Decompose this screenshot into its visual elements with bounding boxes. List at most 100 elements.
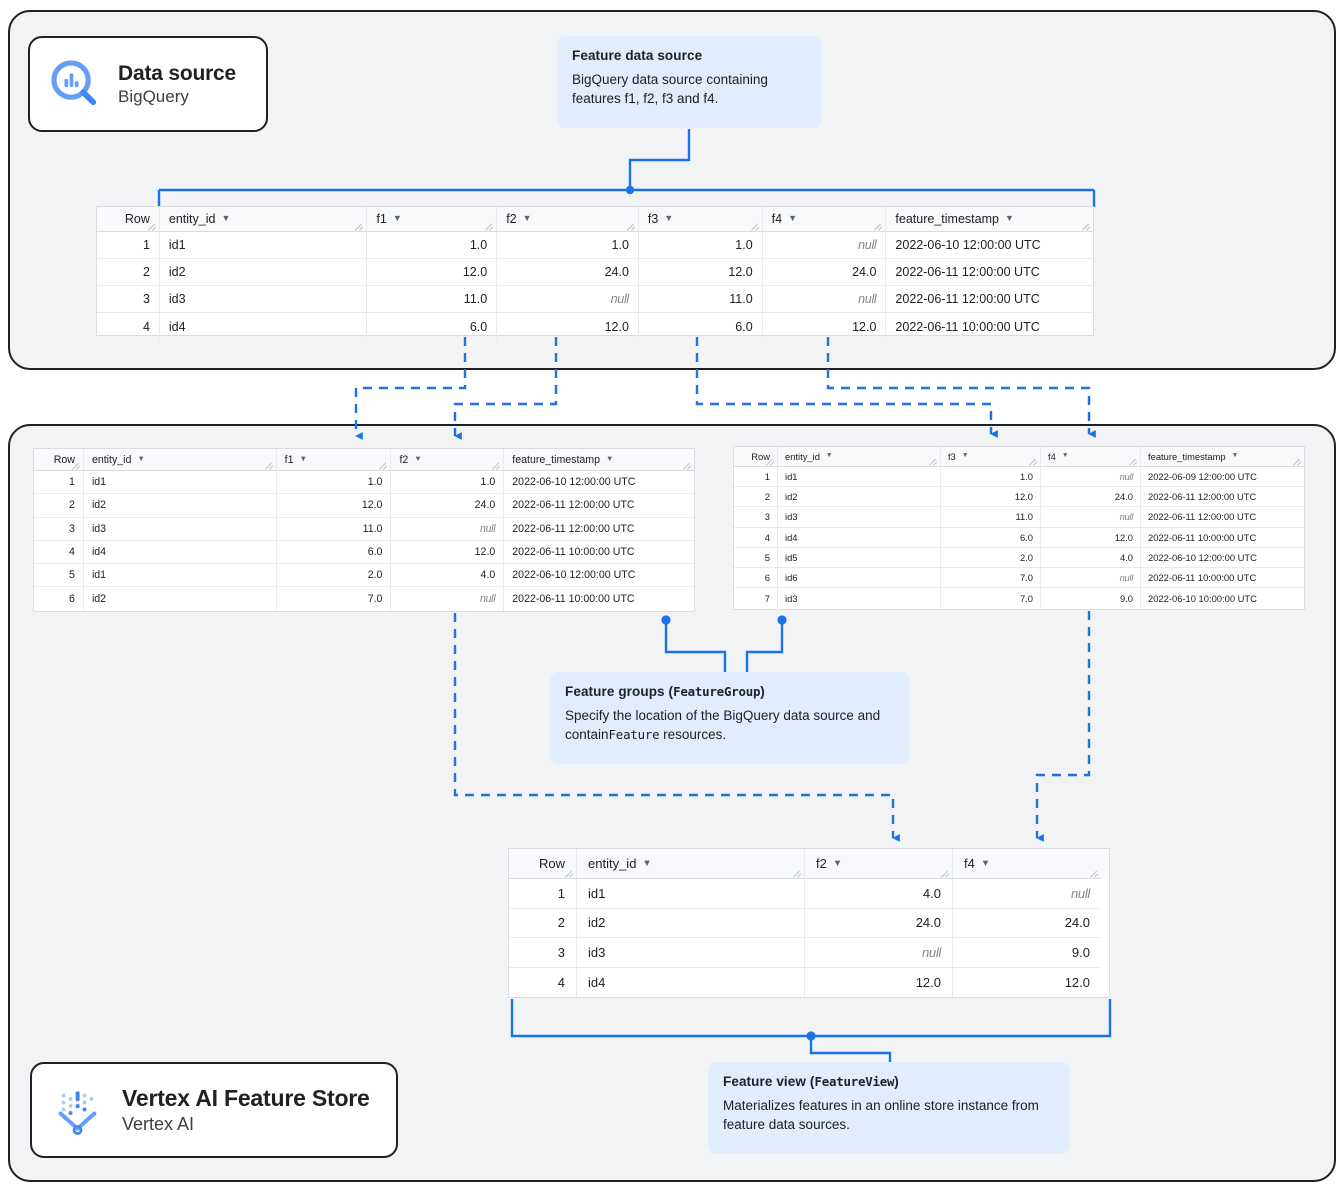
table-cell: id4 <box>160 313 368 340</box>
column-resize-handle[interactable] <box>356 222 364 230</box>
chevron-down-icon[interactable]: ▼ <box>642 857 652 868</box>
column-header-entity-id[interactable]: entity_id▼ <box>577 849 805 879</box>
column-header-f4[interactable]: f4▼ <box>762 207 887 232</box>
column-resize-handle[interactable] <box>930 457 938 465</box>
column-header-f4[interactable]: f4▼ <box>1041 447 1141 467</box>
column-resize-handle[interactable] <box>1083 222 1091 230</box>
callout-feature-view: Feature view (FeatureView) Materializes … <box>708 1062 1070 1154</box>
column-resize-handle[interactable] <box>752 222 760 230</box>
chevron-down-icon[interactable]: ▼ <box>392 213 402 223</box>
column-header-Row[interactable]: Row <box>509 849 577 879</box>
column-header-Row[interactable]: Row <box>97 207 160 232</box>
column-resize-handle[interactable] <box>266 461 274 469</box>
column-header-feature-timestamp[interactable]: feature_timestamp▼ <box>1141 447 1304 467</box>
chevron-down-icon[interactable]: ▼ <box>414 454 422 463</box>
column-resize-handle[interactable] <box>684 461 692 469</box>
column-resize-handle[interactable] <box>628 222 636 230</box>
column-header-f4[interactable]: f4▼ <box>953 849 1101 879</box>
chevron-down-icon[interactable]: ▼ <box>299 454 308 463</box>
chevron-down-icon[interactable]: ▼ <box>1061 452 1069 459</box>
column-resize-handle[interactable] <box>875 222 883 230</box>
column-header-entity-id[interactable]: entity_id▼ <box>159 207 368 232</box>
table-cell: 1.0 <box>497 232 639 259</box>
column-header-f1[interactable]: f1▼ <box>276 449 392 471</box>
table-cell: null <box>953 879 1101 909</box>
column-resize-handle[interactable] <box>1130 457 1138 465</box>
column-resize-handle[interactable] <box>1294 457 1302 465</box>
chip-data-source-bigquery: Data source BigQuery <box>28 36 268 132</box>
column-resize-handle[interactable] <box>380 461 388 469</box>
column-resize-handle[interactable] <box>794 869 802 877</box>
chevron-down-icon[interactable]: ▼ <box>961 452 969 459</box>
column-header-entity-id[interactable]: entity_id▼ <box>83 449 277 471</box>
column-resize-handle[interactable] <box>493 461 501 469</box>
column-resize-handle[interactable] <box>566 869 574 877</box>
column-header-f3[interactable]: f3▼ <box>638 207 763 232</box>
callout-title-close: ) <box>760 684 765 699</box>
table-cell: 5 <box>734 547 778 568</box>
table-cell: 1 <box>97 232 160 259</box>
column-resize-handle[interactable] <box>1091 869 1099 877</box>
chevron-down-icon[interactable]: ▼ <box>832 857 843 868</box>
column-header-f3[interactable]: f3▼ <box>941 447 1041 467</box>
column-header-f2[interactable]: f2▼ <box>391 449 505 471</box>
column-header-label: f1 <box>376 212 387 226</box>
column-header-feature-timestamp[interactable]: feature_timestamp▼ <box>886 207 1093 232</box>
chevron-down-icon[interactable]: ▼ <box>1004 213 1014 223</box>
column-header-f2[interactable]: f2▼ <box>497 207 639 232</box>
chevron-down-icon[interactable]: ▼ <box>825 452 833 459</box>
chevron-down-icon[interactable]: ▼ <box>664 213 674 223</box>
column-header-f1[interactable]: f1 ▼ <box>367 207 498 232</box>
column-header-entity-id[interactable]: entity_id▼ <box>778 447 941 467</box>
column-resize-handle[interactable] <box>942 869 950 877</box>
chevron-down-icon[interactable]: ▼ <box>137 454 145 463</box>
column-resize-handle[interactable] <box>149 222 157 230</box>
table-cell: id2 <box>577 908 805 938</box>
table-cell: 2022-06-11 12:00:00 UTC <box>504 494 694 518</box>
chevron-down-icon[interactable]: ▼ <box>221 213 231 223</box>
column-header-Row[interactable]: Row <box>734 447 778 467</box>
column-resize-handle[interactable] <box>486 222 494 230</box>
column-header-feature-timestamp[interactable]: feature_timestamp▼ <box>504 449 694 471</box>
table-cell: 1.0 <box>391 471 505 495</box>
column-resize-handle[interactable] <box>1030 457 1038 465</box>
chevron-down-icon[interactable]: ▼ <box>980 857 991 868</box>
table-cell: 11.0 <box>941 507 1041 528</box>
chevron-down-icon[interactable]: ▼ <box>522 213 532 223</box>
chevron-down-icon[interactable]: ▼ <box>606 454 614 463</box>
column-header-Row[interactable]: Row <box>34 449 84 471</box>
callout-feature-groups: Feature groups (FeatureGroup) Specify th… <box>550 672 910 764</box>
table-cell: 3 <box>734 507 778 528</box>
column-header-f2[interactable]: f2▼ <box>805 849 953 879</box>
callout-body-code: Feature <box>608 727 660 743</box>
chevron-down-icon[interactable]: ▼ <box>1231 452 1239 459</box>
table-cell: 12.0 <box>367 259 498 286</box>
chevron-down-icon[interactable]: ▼ <box>788 213 798 223</box>
column-header-label: Row <box>53 453 75 466</box>
